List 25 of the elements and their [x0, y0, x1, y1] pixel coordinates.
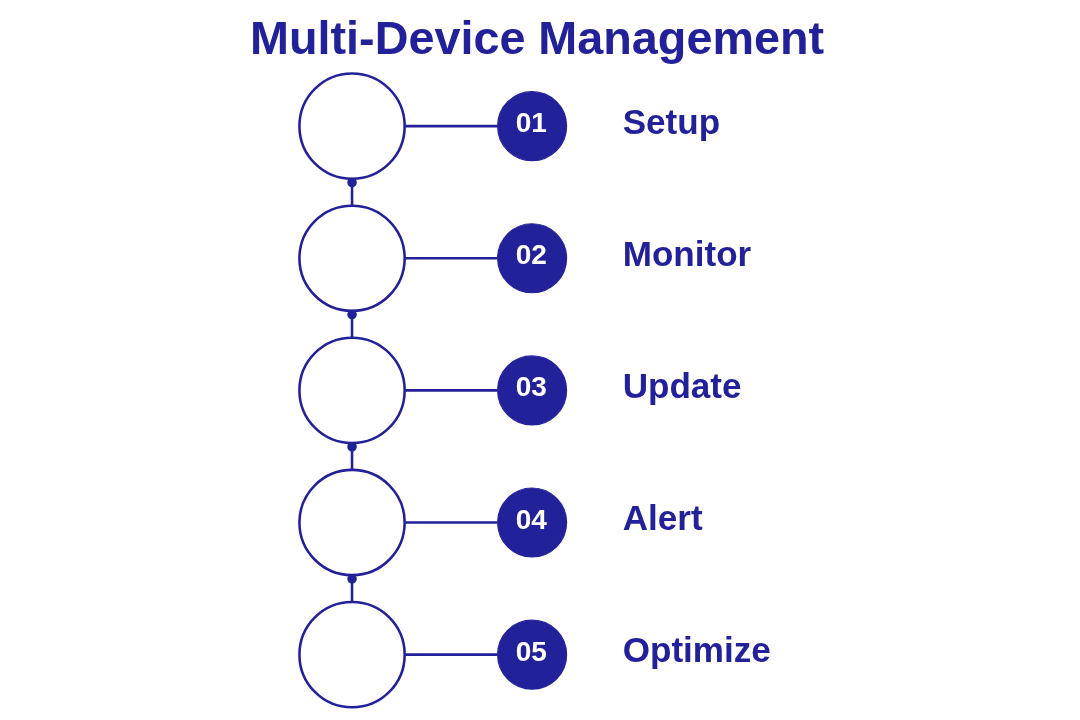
node-circle: 02: [497, 223, 568, 294]
node-circle: [298, 72, 406, 181]
connector: [347, 177, 357, 206]
node-circle: [298, 204, 406, 313]
connector: [347, 574, 357, 602]
node-circle: [298, 468, 406, 577]
node-circle: 01: [497, 91, 568, 162]
diagram-title: Multi-Device Management: [250, 11, 825, 64]
connector: [404, 124, 498, 128]
connector: [347, 441, 357, 470]
node-circle: [298, 600, 406, 709]
connector: [404, 653, 498, 656]
node-label: Setup: [622, 101, 721, 141]
node-label: Optimize: [622, 630, 771, 670]
node-label: Update: [622, 366, 742, 405]
connector: [404, 521, 498, 524]
node-label: Alert: [622, 498, 703, 538]
node-circle: 05: [497, 619, 568, 690]
node-circle: 04: [497, 487, 568, 558]
node-circle: [298, 336, 406, 445]
node-label: Monitor: [622, 233, 752, 273]
node-circle: 03: [497, 355, 568, 426]
connector: [404, 257, 498, 260]
connector: [347, 309, 357, 338]
connector: [404, 389, 498, 392]
